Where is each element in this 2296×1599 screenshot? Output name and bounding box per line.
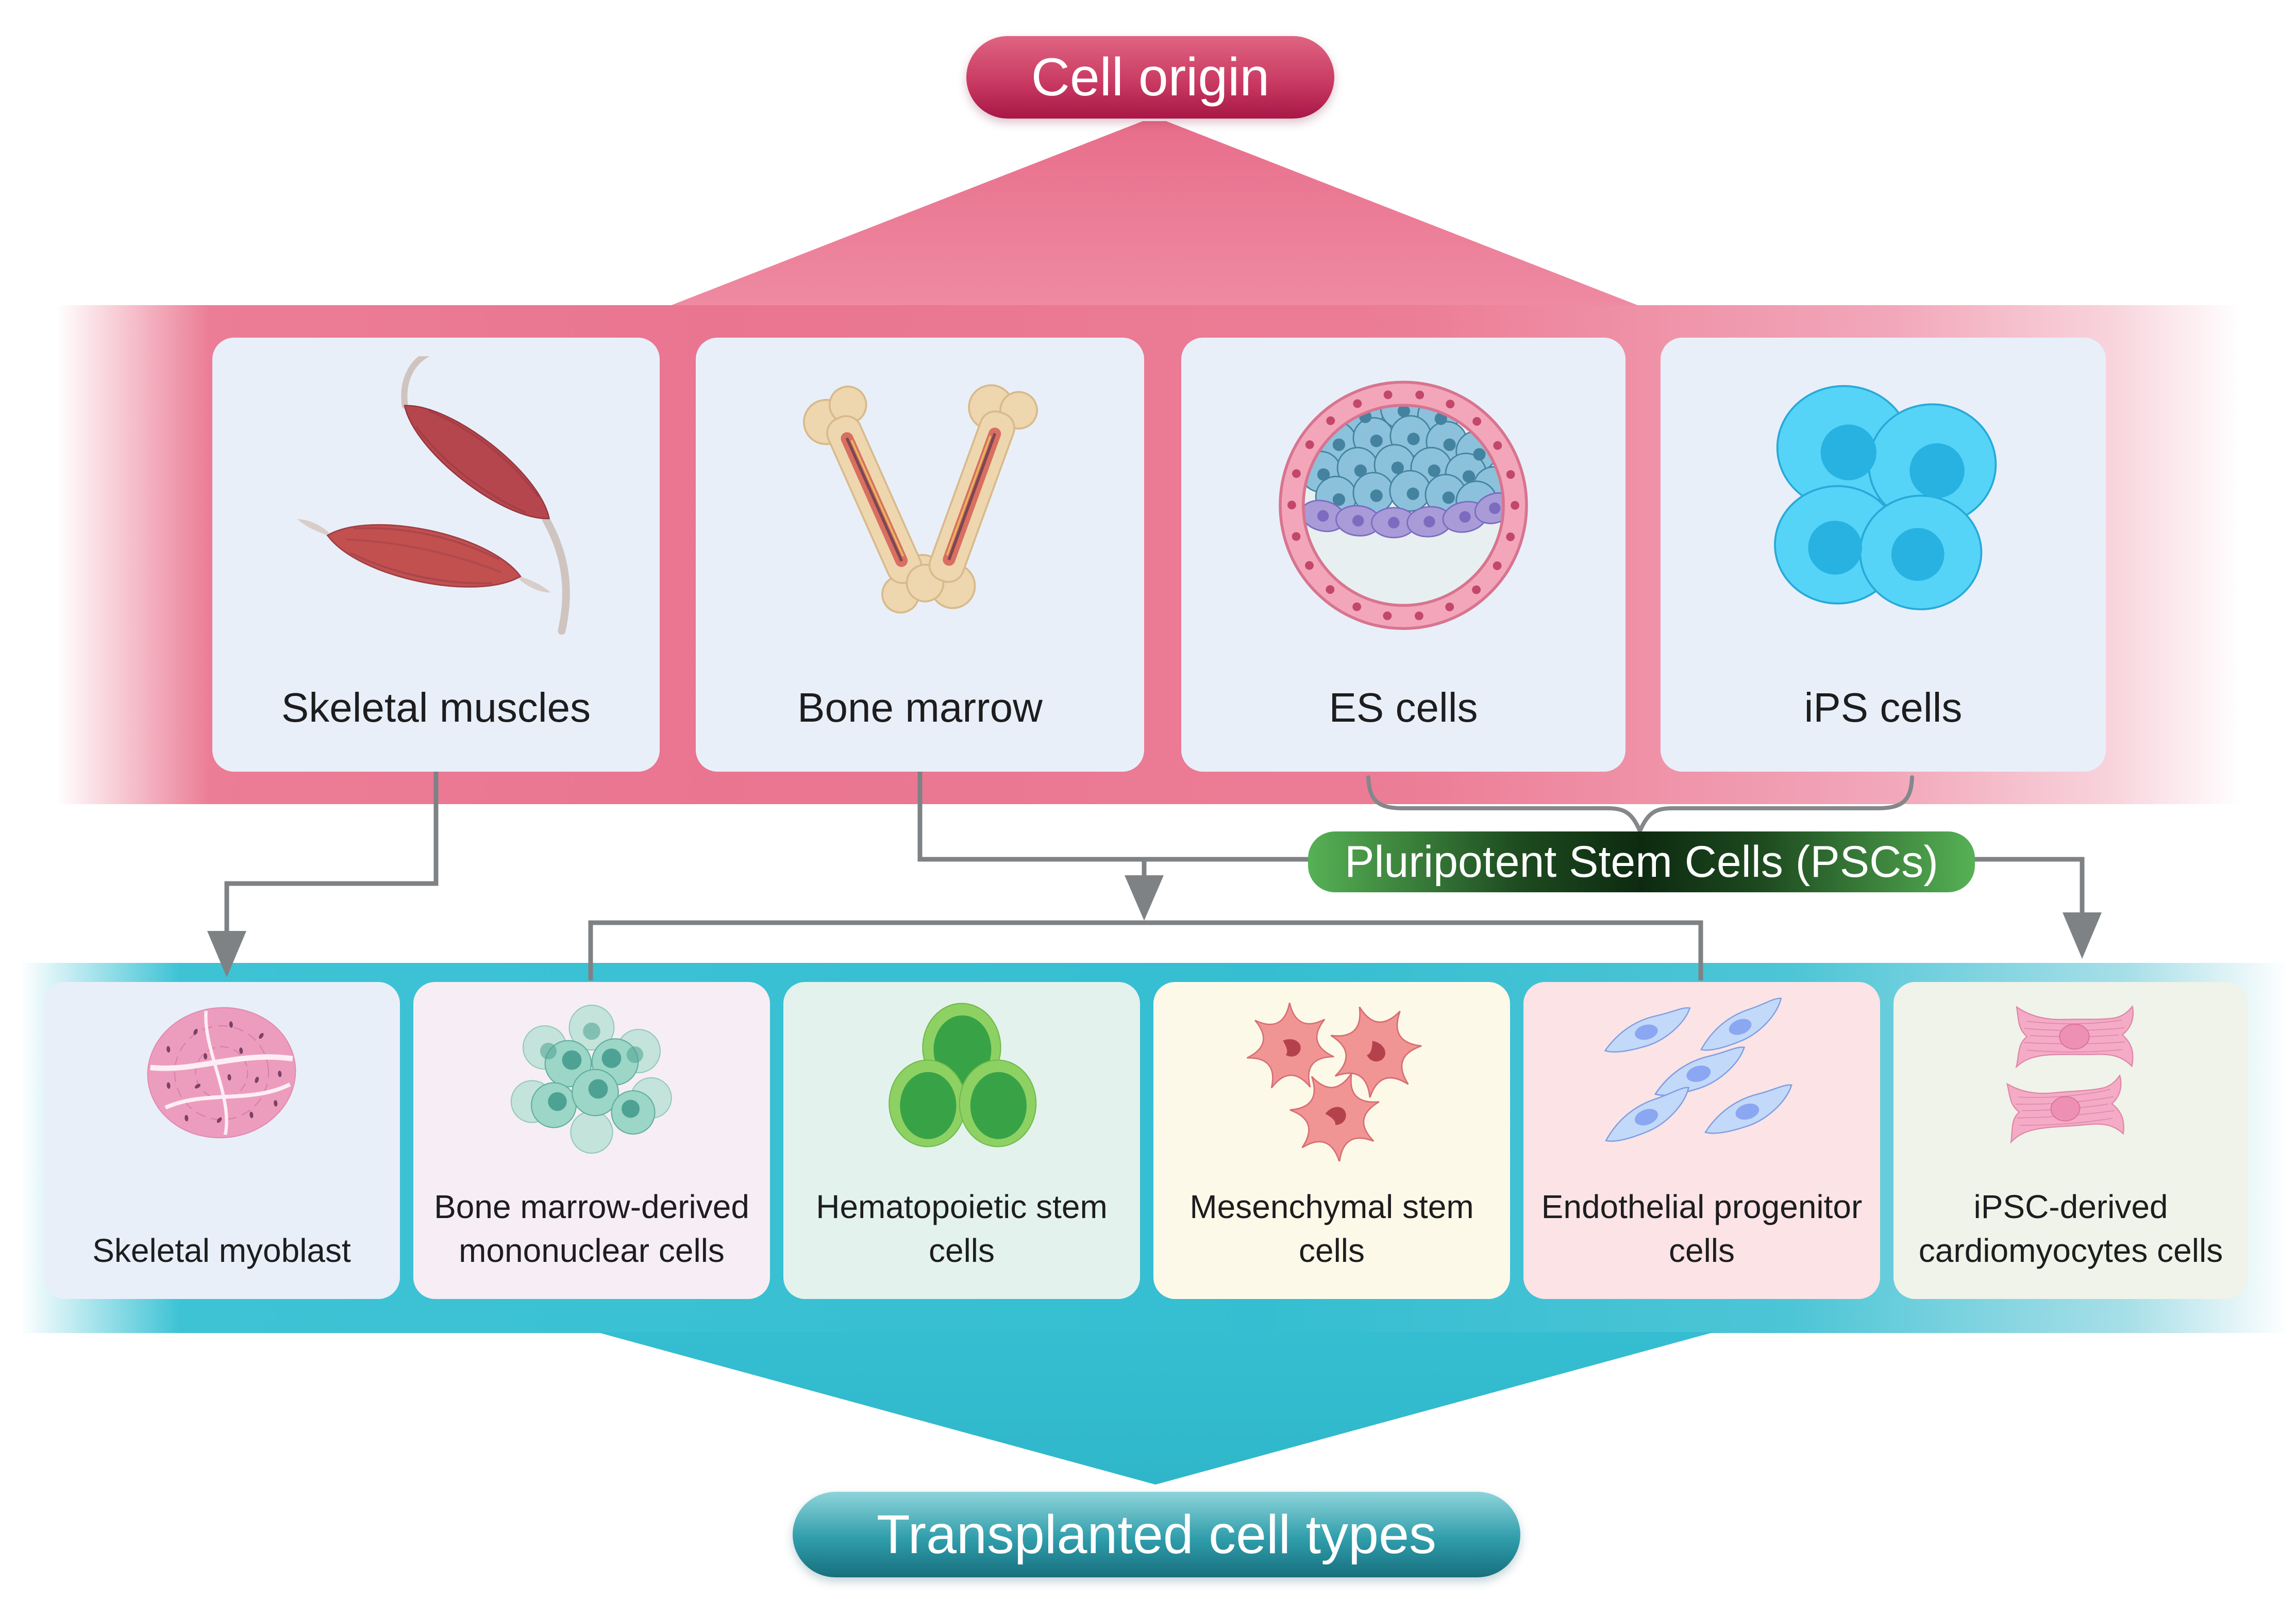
box-label: Skeletal myoblast <box>92 1231 351 1269</box>
transplant-pill: Transplanted cell types <box>793 1492 1520 1577</box>
cardiomyocyte-cells-illustration <box>2006 1006 2134 1143</box>
box-label: Bone marrow <box>797 685 1043 730</box>
arrow-skeletal-to-myoblast <box>224 772 439 932</box>
box-ips-cells: iPS cells <box>1661 338 2106 772</box>
box-mesenchymal: Mesenchymal stem cells <box>1153 982 1510 1299</box>
box-label: Hematopoietic stem cells <box>816 1188 1108 1269</box>
line-bone-marrow-to-psc <box>917 772 1308 862</box>
bone-marrow-illustration <box>776 356 1064 645</box>
box-label: Bone marrow-derived mononuclear cells <box>434 1188 749 1269</box>
box-bm-mononuclear: Bone marrow-derived mononuclear cells <box>413 982 770 1299</box>
transplant-pill-label: Transplanted cell types <box>876 1504 1437 1565</box>
hematopoietic-cells-illustration <box>889 1003 1037 1147</box>
box-label: iPSC-derived cardiomyocytes cells <box>1918 1188 2223 1269</box>
box-label: Endothelial progenitor cells <box>1541 1188 1863 1269</box>
box-bone-marrow: Bone marrow <box>696 338 1144 772</box>
psc-pill: Pluripotent Stem Cells (PSCs) <box>1308 831 1975 892</box>
box-es-cells: ES cells <box>1181 338 1625 772</box>
box-label: iPS cells <box>1804 685 1963 730</box>
box-label: ES cells <box>1329 685 1478 730</box>
box-skeletal-muscles: Skeletal muscles <box>212 338 660 772</box>
box-cardiomyocytes: iPSC-derived cardiomyocytes cells <box>1893 982 2248 1299</box>
box-label: Skeletal muscles <box>281 685 591 730</box>
skeletal-muscle-illustration <box>297 356 570 635</box>
arrowhead-right <box>2063 912 2102 959</box>
origin-pill-label: Cell origin <box>1031 47 1270 107</box>
muscle-cross-section-illustration <box>147 1007 296 1139</box>
arrowhead-center <box>1125 875 1164 921</box>
distribution-line <box>588 920 1703 980</box>
arrow-psc-to-cardiomyocytes <box>1975 857 2085 913</box>
endothelial-cells-illustration <box>1597 996 1800 1147</box>
arrowhead-left <box>207 931 246 977</box>
mononuclear-cell-cluster-illustration <box>510 1005 672 1154</box>
mesenchymal-cells-illustration <box>1241 991 1440 1161</box>
ips-cell-cluster-illustration <box>1774 385 1997 610</box>
psc-brace <box>1366 775 1914 836</box>
box-hematopoietic: Hematopoietic stem cells <box>783 982 1140 1299</box>
box-skeletal-myoblast: Skeletal myoblast <box>43 982 400 1299</box>
origin-pill: Cell origin <box>966 36 1334 119</box>
box-label: Mesenchymal stem cells <box>1189 1188 1474 1269</box>
psc-pill-label: Pluripotent Stem Cells (PSCs) <box>1345 837 1938 887</box>
blastocyst-illustration <box>1279 380 1528 630</box>
box-endothelial: Endothelial progenitor cells <box>1523 982 1880 1299</box>
